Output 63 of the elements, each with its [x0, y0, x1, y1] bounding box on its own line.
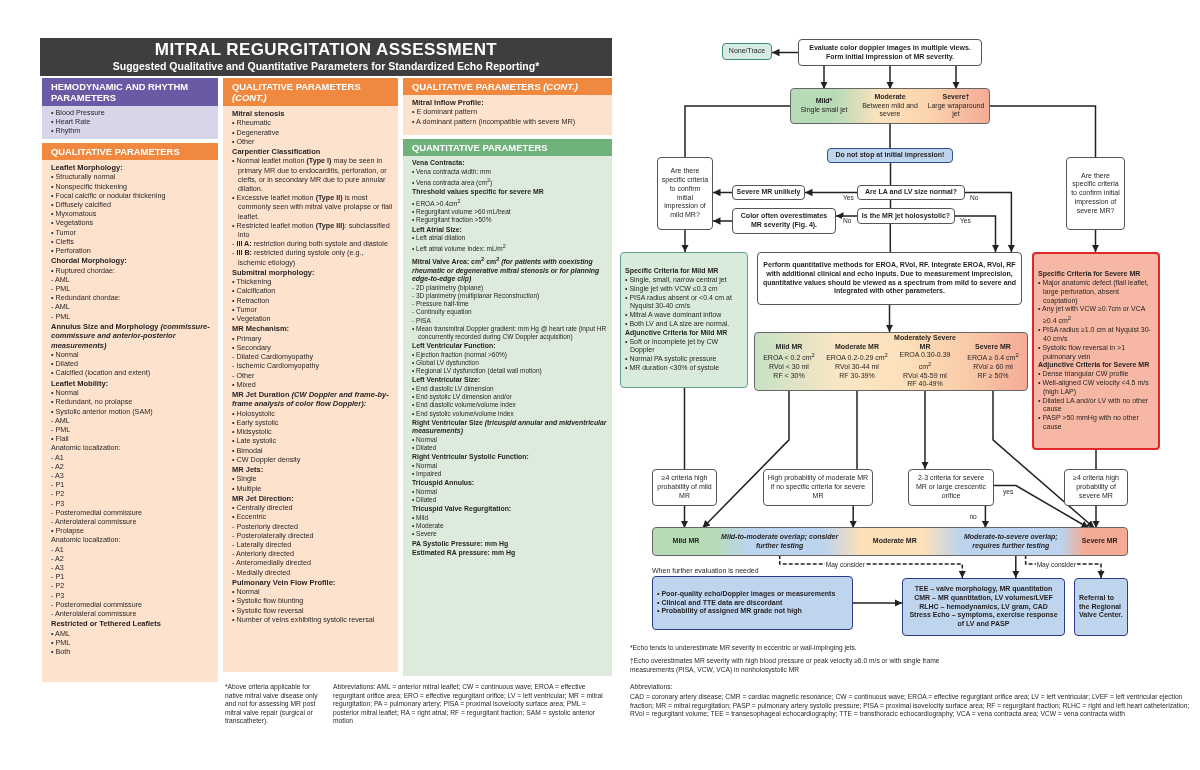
arrow [981, 505, 990, 529]
severity-bar [790, 88, 990, 124]
criteria-note-box [1064, 469, 1128, 506]
note-box [732, 208, 836, 234]
arrow [992, 389, 1096, 529]
criteria-box [1032, 252, 1160, 450]
parameter-panel [403, 78, 612, 135]
arrow [849, 505, 857, 529]
connector-line [856, 389, 858, 470]
connector-line [1095, 449, 1097, 470]
arrow [680, 505, 689, 529]
arrow [701, 389, 790, 529]
title-banner [40, 38, 612, 76]
grade-bar [652, 527, 1128, 556]
grade-bar [754, 332, 1028, 391]
question-box [1066, 157, 1125, 230]
question-box [657, 157, 713, 230]
arrow [712, 188, 733, 197]
panel-header: QUANTITATIVE PARAMETERS [403, 139, 612, 156]
arrow [954, 215, 1000, 253]
criteria-note-box [908, 469, 994, 506]
arrow [1092, 505, 1100, 529]
testing-box [902, 578, 1065, 636]
panel-header: QUALITATIVE PARAMETERS [42, 143, 218, 160]
connector-line [889, 223, 892, 253]
arrow [681, 229, 689, 253]
arrow [1012, 554, 1020, 579]
note-box [827, 148, 953, 163]
arrow [993, 484, 1090, 529]
arrow [835, 212, 858, 220]
parameter-panel [42, 78, 218, 139]
arrow [771, 48, 799, 57]
arrow [820, 65, 828, 90]
arrow [885, 304, 894, 333]
panel-header: HEMODYNAMIC AND RHYTHM PARAMETERS [42, 78, 218, 106]
connector-line [889, 162, 892, 186]
arrow [1091, 229, 1100, 253]
connector-line [988, 105, 1097, 158]
decision-box [857, 208, 955, 224]
parameter-panel [42, 143, 218, 682]
subtitle-text: Suggested Qualitative and Quantitative Parameters for Standardized Echo Reporting* [111, 59, 541, 73]
arrow [952, 65, 960, 90]
process-box [757, 252, 1022, 305]
arrow [886, 65, 894, 90]
decision-box [857, 185, 965, 200]
connector-line [889, 122, 891, 149]
connector-line [683, 387, 686, 470]
arrow [852, 599, 903, 607]
parameter-panel [223, 78, 398, 672]
connector-line [684, 105, 792, 158]
criteria-box [620, 252, 748, 388]
arrow [921, 389, 929, 470]
arrow [964, 191, 1016, 253]
result-box [732, 185, 805, 200]
process-box [798, 39, 982, 66]
parameter-panel [403, 139, 612, 676]
referral-box [1074, 578, 1128, 636]
arrow [804, 188, 858, 197]
panel-header: QUALITATIVE PARAMETERS (CONT.) [403, 78, 612, 95]
arrow [712, 217, 733, 225]
title-text: MITRAL REGURGITATION ASSESSMENT [153, 41, 499, 59]
panel-header: QUALITATIVE PARAMETERS (CONT.) [223, 78, 398, 106]
result-box [722, 43, 772, 60]
